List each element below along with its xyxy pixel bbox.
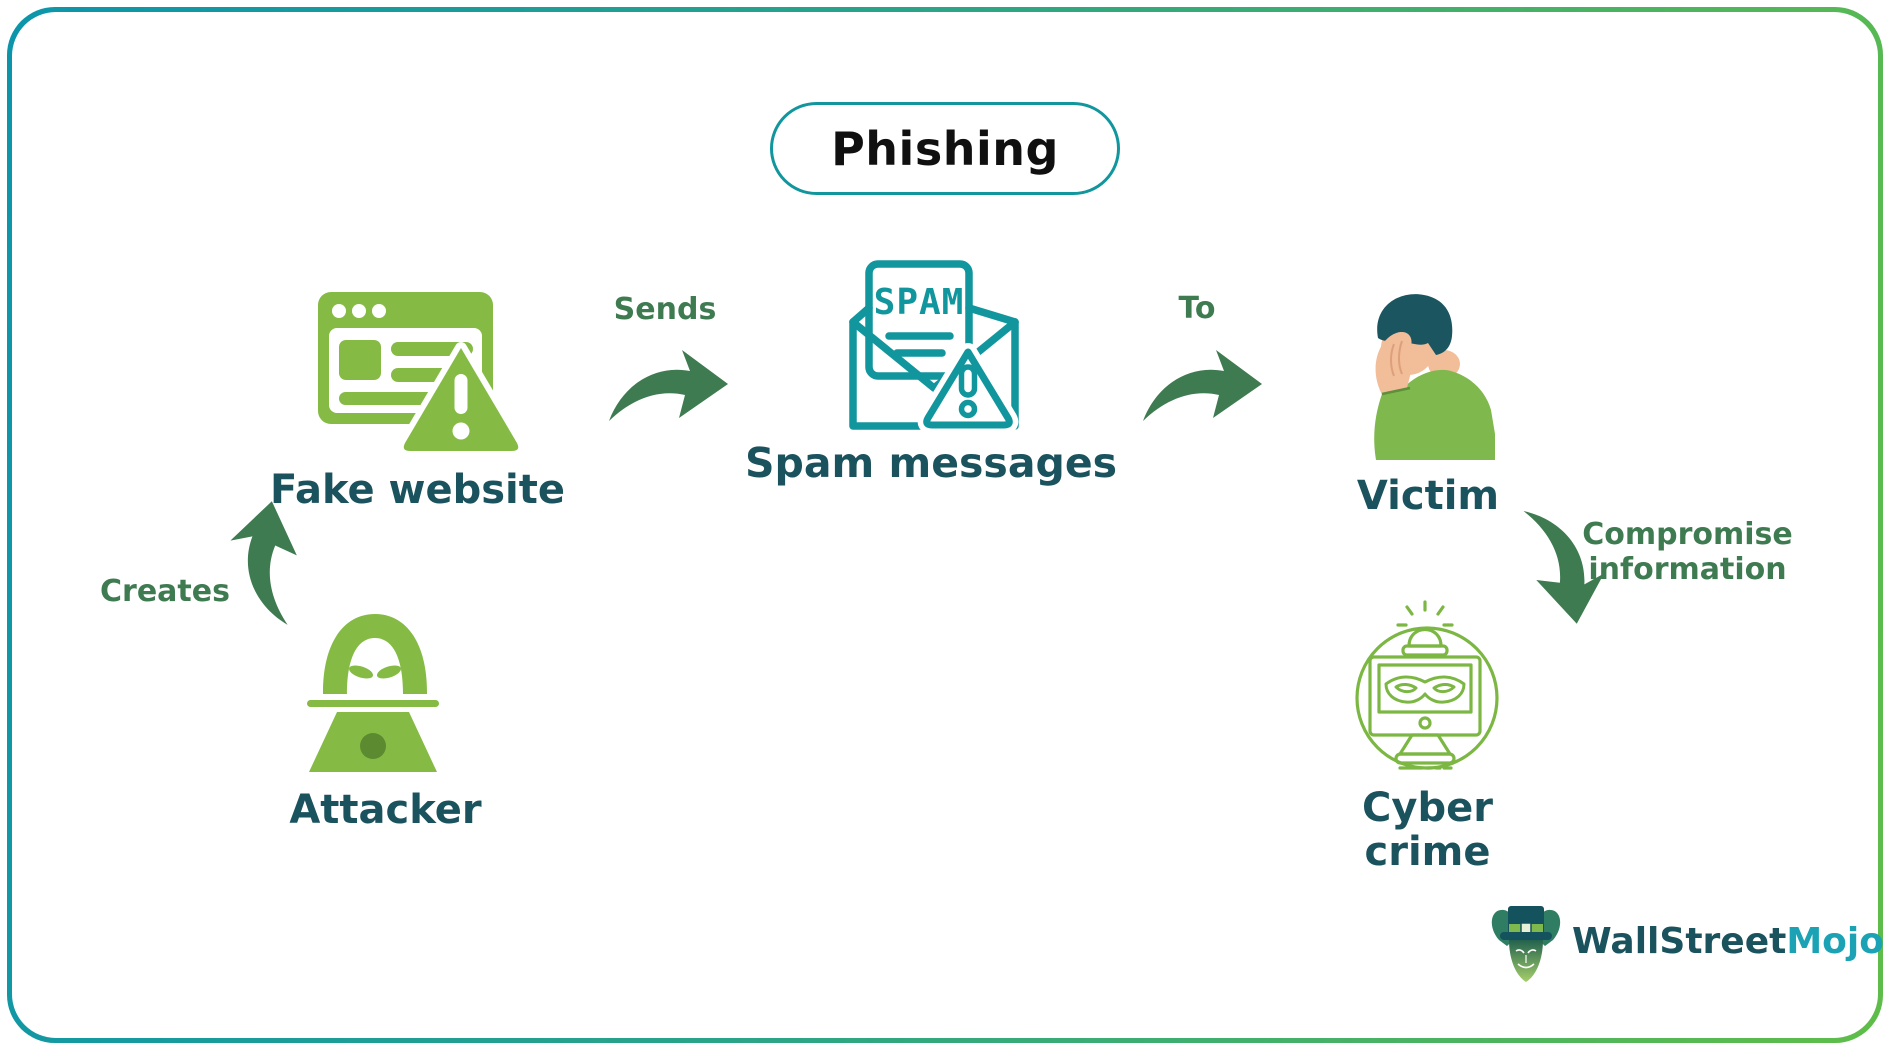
logo-text-primary: WallStreet: [1572, 921, 1787, 962]
page-title: Phishing: [831, 121, 1059, 176]
edge-label-to: To: [1178, 291, 1216, 326]
cyber-crime-icon: [1355, 600, 1499, 770]
edge-label-creates: Creates: [100, 574, 230, 609]
node-label-spam-messages: Spam messages: [744, 439, 1118, 487]
node-label-victim: Victim: [1356, 473, 1500, 519]
sends-arrow-icon: [606, 346, 731, 424]
edge-label-compromise-information: Compromise information: [1582, 517, 1793, 588]
attacker-icon: [307, 614, 439, 772]
spam-messages-icon: SPAM: [849, 260, 1019, 434]
wallstreetmojo-logo-text: WallStreetMojo: [1572, 922, 1884, 962]
victim-icon: [1374, 294, 1495, 460]
warning-triangle-icon: [397, 342, 525, 457]
node-label-cyber-crime: Cyber crime: [1362, 785, 1493, 875]
node-label-attacker: Attacker: [289, 787, 482, 833]
title-badge: Phishing: [770, 102, 1120, 195]
node-label-fake-website: Fake website: [269, 467, 566, 513]
edge-label-sends: Sends: [613, 292, 717, 327]
wallstreetmojo-logo-icon: [1491, 906, 1561, 982]
spam-letter-text: SPAM: [874, 282, 965, 323]
to-arrow-icon: [1140, 346, 1265, 424]
logo-text-secondary: Mojo: [1786, 921, 1884, 962]
